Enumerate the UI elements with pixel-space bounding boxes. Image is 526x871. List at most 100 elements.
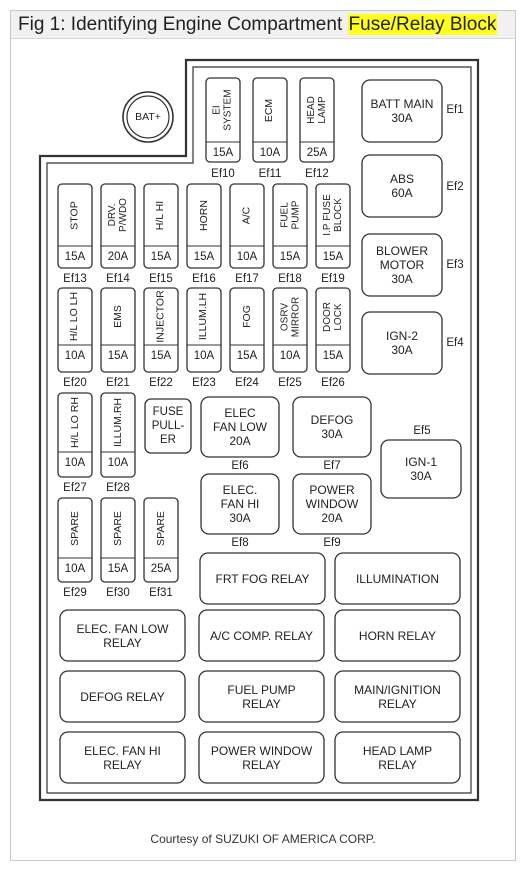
relay-a-c-comp-relay <box>198 609 325 662</box>
row3-ef27-fuse <box>57 392 93 478</box>
spare-ef29-fuse <box>57 497 93 583</box>
right-ef3-fuse-label: BLOWER MOTOR 30A <box>375 244 428 286</box>
right-ef4-fuse <box>361 311 443 375</box>
bat-terminal-label: BAT+ <box>135 111 161 123</box>
relay-head-lamp-relay <box>334 731 461 784</box>
relay-main-ignition-relay-label: MAIN/IGNITION RELAY <box>354 682 441 711</box>
row2-ef20-fuse <box>57 287 93 373</box>
top-ef12-fuse-name: HEAD LAMP <box>305 96 328 124</box>
bat-terminal-outer <box>122 91 174 143</box>
row2-ef26-fuse-name: DOOR LOCK <box>322 301 344 332</box>
row2-ef23-fuse-name: ILLUM.LH <box>197 292 210 341</box>
row1-ef14-fuse <box>100 183 136 269</box>
row2-ef21-fuse-code: Ef21 <box>106 377 130 389</box>
figure-title: Fig 1: Identifying Engine Compartment Fu… <box>18 13 498 37</box>
relay-fuel-pump-relay <box>198 670 325 723</box>
relay-a-c-comp-relay-label: A/C COMP. RELAY <box>210 628 313 643</box>
relay-illumination-label: ILLUMINATION <box>355 571 440 586</box>
spare-ef30-fuse <box>100 497 136 583</box>
right-ef4-fuse-label: IGN-2 30A <box>385 329 418 357</box>
row2-ef26-fuse-code: Ef26 <box>321 377 345 389</box>
mid-ef8-fuse-code: Ef8 <box>231 537 249 549</box>
spare-ef31-fuse-name: SPARE <box>154 510 167 546</box>
row2-ef24-fuse-amp: 15A <box>236 350 258 362</box>
spare-ef31-fuse-code: Ef31 <box>149 587 173 599</box>
fuse-puller-label: FUSE PULL- ER <box>151 406 185 446</box>
relay-power-window-relay-label: POWER WINDOW RELAY <box>210 743 313 772</box>
relay-frt-fog-relay <box>199 552 326 605</box>
row1-ef13-fuse-name: STOP <box>68 200 81 230</box>
top-ef12-fuse-amp: 25A <box>306 147 328 159</box>
relay-elec-fan-hi-relay <box>59 731 186 784</box>
mid-ef6-fuse-code: Ef6 <box>231 460 249 472</box>
row2-ef26-fuse <box>315 287 351 373</box>
row1-ef17-fuse-amp: 10A <box>236 251 258 263</box>
row1-ef16-fuse-code: Ef16 <box>192 273 216 285</box>
row1-ef13-fuse-amp: 15A <box>64 251 86 263</box>
relay-defog-relay-label: DEFOG RELAY <box>80 689 165 704</box>
right-ef1-fuse <box>361 79 443 143</box>
relay-elec-fan-hi-relay-label: ELEC. FAN HI RELAY <box>84 743 161 772</box>
row3-ef28-fuse-name: ILLUM.RH <box>111 397 124 448</box>
housing-outer <box>38 58 480 802</box>
right-ef4-fuse-code: Ef4 <box>446 337 464 349</box>
row1-ef14-fuse-amp: 20A <box>107 251 129 263</box>
row2-ef22-fuse <box>143 287 179 373</box>
row2-ef25-fuse-code: Ef25 <box>278 377 302 389</box>
row2-ef20-fuse-code: Ef20 <box>63 377 87 389</box>
top-ef11-fuse-amp: 10A <box>259 147 281 159</box>
right-ef2-fuse <box>361 154 443 218</box>
relay-elec-fan-low-relay-label: ELEC. FAN LOW RELAY <box>76 621 169 650</box>
right-ef2-fuse-label: ABS 60A <box>389 172 414 200</box>
spare-ef30-fuse-amp: 15A <box>107 563 129 575</box>
right-ef5-fuse <box>380 439 462 499</box>
right-ef5-fuse-code: Ef5 <box>413 425 431 437</box>
mid-ef9-fuse-code: Ef9 <box>323 537 341 549</box>
row2-ef25-fuse <box>272 287 308 373</box>
figure-title-prefix: Fig 1: Identifying Engine Compartment <box>18 14 348 35</box>
row2-ef23-fuse <box>186 287 222 373</box>
top-ef12-fuse-code: Ef12 <box>305 168 329 180</box>
row3-ef27-fuse-code: Ef27 <box>63 482 87 494</box>
mid-ef9-fuse <box>292 473 372 535</box>
row1-ef16-fuse-amp: 15A <box>193 251 215 263</box>
row2-ef26-fuse-amp: 15A <box>322 350 344 362</box>
mid-ef6-fuse-label: ELEC FAN LOW 20A <box>212 406 267 448</box>
top-ef11-fuse-name: ECM <box>263 98 276 122</box>
relay-main-ignition-relay <box>334 670 461 723</box>
row1-ef19-fuse-amp: 15A <box>322 251 344 263</box>
row1-ef13-fuse-code: Ef13 <box>63 273 87 285</box>
relay-power-window-relay <box>198 731 325 784</box>
row1-ef18-fuse-amp: 15A <box>279 251 301 263</box>
row1-ef18-fuse <box>272 183 308 269</box>
spare-ef30-fuse-name: SPARE <box>111 510 124 546</box>
housing-inner <box>46 66 472 794</box>
relay-fuel-pump-relay-label: FUEL PUMP RELAY <box>227 682 296 711</box>
row1-ef14-fuse-code: Ef14 <box>106 273 130 285</box>
row1-ef17-fuse-name: A/C <box>240 206 253 224</box>
mid-ef7-fuse-label: DEFOG 30A <box>310 413 354 441</box>
top-ef10-fuse-amp: 15A <box>212 147 234 159</box>
row3-ef28-fuse-code: Ef28 <box>106 482 130 494</box>
row2-ef21-fuse-name: EMS <box>111 305 124 328</box>
row1-ef19-fuse-name: I.P FUSE BLOCK <box>322 194 344 236</box>
relay-defog-relay <box>59 670 186 723</box>
mid-ef7-fuse-code: Ef7 <box>323 460 341 472</box>
top-ef10-fuse <box>205 77 241 163</box>
row2-ef20-fuse-amp: 10A <box>64 350 86 362</box>
row1-ef15-fuse <box>143 183 179 269</box>
mid-ef8-fuse-label: ELEC. FAN HI 30A <box>220 483 260 525</box>
row1-ef15-fuse-name: H/L HI <box>154 200 167 230</box>
row2-ef21-fuse <box>100 287 136 373</box>
spare-ef29-fuse-name: SPARE <box>68 510 81 546</box>
row1-ef18-fuse-code: Ef18 <box>278 273 302 285</box>
relay-head-lamp-relay-label: HEAD LAMP RELAY <box>362 743 433 772</box>
row1-ef19-fuse-code: Ef19 <box>321 273 345 285</box>
top-ef11-fuse-code: Ef11 <box>258 168 282 180</box>
figure-title-highlight: Fuse/Relay Block <box>347 14 498 35</box>
row3-ef27-fuse-amp: 10A <box>64 457 86 469</box>
row2-ef23-fuse-amp: 10A <box>193 350 215 362</box>
row2-ef24-fuse-code: Ef24 <box>235 377 259 389</box>
row1-ef19-fuse <box>315 183 351 269</box>
